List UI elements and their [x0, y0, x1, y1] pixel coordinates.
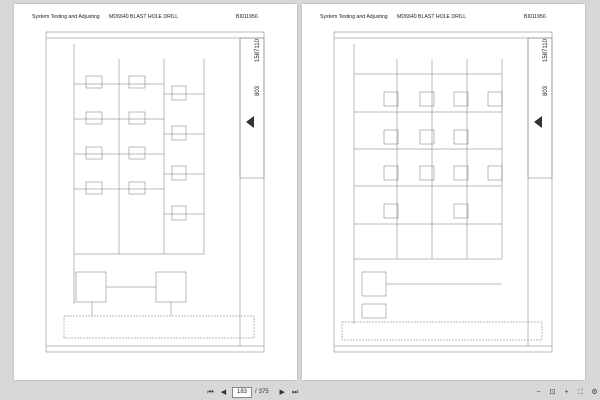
header-document-id: BI011956	[524, 14, 546, 20]
prev-page-icon[interactable]: ◀	[220, 388, 227, 396]
header-section-title: System Testing and Adjusting	[32, 14, 100, 20]
drawing-number: 1587110	[255, 38, 261, 62]
settings-icon[interactable]: ⚙	[591, 388, 598, 396]
header-model-name: MD6640 BLAST HOLE DRILL	[397, 14, 467, 20]
fit-page-icon[interactable]: ⊡	[549, 388, 556, 396]
drawing-number: 1587110	[543, 38, 549, 62]
header-section-title: System Testing and Adjusting	[320, 14, 388, 20]
header-model-name: MD6640 BLAST HOLE DRILL	[109, 14, 179, 20]
view-controls: − ⊡ + ⛶ ⚙	[533, 386, 600, 398]
schematic-drawing-left: 1587110 803	[14, 4, 297, 380]
page-separator: /	[255, 389, 257, 395]
title-block: 1587110 803	[543, 38, 549, 96]
schematic-drawing-right: 1587110 803	[302, 4, 585, 380]
fullscreen-icon[interactable]: ⛶	[578, 388, 583, 396]
title-block: 1587110 803	[255, 38, 261, 96]
caterpillar-logo	[534, 116, 542, 128]
sheet-number: 803	[255, 85, 261, 96]
zoom-out-icon[interactable]: −	[536, 388, 541, 396]
next-page-icon[interactable]: ▶	[279, 388, 285, 396]
sheet-number: 803	[543, 85, 549, 96]
page-navigation: ⏮ ◀ / 375 ▶ ⏭	[205, 386, 301, 398]
first-page-icon[interactable]: ⏮	[207, 388, 214, 396]
schematic-svg-right: 1587110 803	[333, 31, 553, 353]
caterpillar-logo	[246, 116, 254, 128]
page-header: System Testing and Adjusting MD6640 BLAS…	[14, 14, 297, 24]
current-page-input[interactable]	[232, 386, 252, 398]
page-left: System Testing and Adjusting MD6640 BLAS…	[14, 4, 297, 380]
page-right: System Testing and Adjusting MD6640 BLAS…	[302, 4, 585, 380]
last-page-icon[interactable]: ⏭	[292, 388, 299, 396]
total-pages: 375	[258, 389, 269, 395]
schematic-svg-left: 1587110 803	[45, 31, 265, 353]
header-document-id: BI011956	[236, 14, 258, 20]
zoom-in-icon[interactable]: +	[564, 388, 569, 396]
page-header: System Testing and Adjusting MD6640 BLAS…	[302, 14, 585, 24]
viewer-toolbar: ⏮ ◀ / 375 ▶ ⏭ − ⊡ + ⛶ ⚙	[0, 384, 600, 400]
